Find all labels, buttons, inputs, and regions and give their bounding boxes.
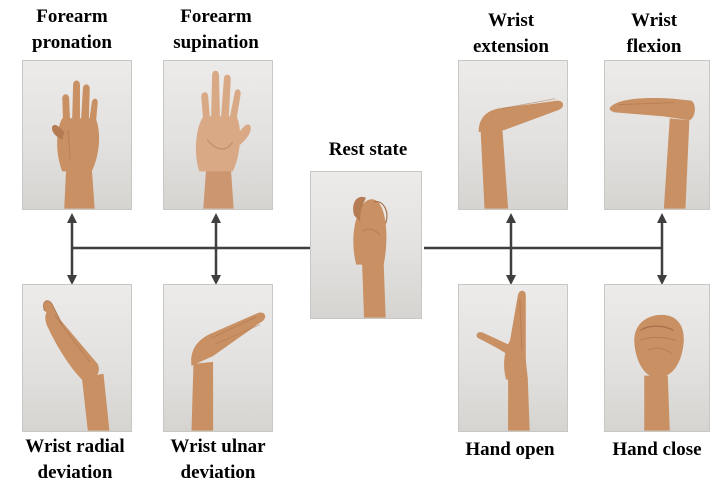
label-hand-open: Hand open [440, 437, 580, 463]
photo-wrist-flexion [604, 60, 710, 210]
hand-fist-icon [605, 285, 709, 431]
hand-pronation-icon [23, 61, 131, 209]
photo-forearm-supination [163, 60, 273, 210]
label-wrist-flexion: Wrist flexion [590, 8, 718, 60]
hand-supination-icon [164, 61, 272, 209]
photo-wrist-radial-deviation [22, 284, 132, 432]
wrist-flexion-icon [605, 61, 709, 209]
wrist-radial-deviation-icon [23, 285, 131, 431]
photo-hand-close [604, 284, 710, 432]
photo-rest-state [310, 171, 422, 319]
photo-hand-open [458, 284, 568, 432]
photo-forearm-pronation [22, 60, 132, 210]
wrist-ulnar-deviation-icon [164, 285, 272, 431]
photo-wrist-ulnar-deviation [163, 284, 273, 432]
label-wrist-radial-deviation: Wrist radial deviation [0, 434, 150, 486]
label-forearm-supination: Forearm supination [144, 4, 288, 56]
label-wrist-extension: Wrist extension [438, 8, 584, 60]
label-hand-close: Hand close [596, 437, 718, 463]
label-forearm-pronation: Forearm pronation [0, 4, 144, 56]
hand-rest-icon [311, 172, 421, 318]
hand-open-icon [459, 285, 567, 431]
label-wrist-ulnar-deviation: Wrist ulnar deviation [148, 434, 288, 486]
photo-wrist-extension [458, 60, 568, 210]
label-rest-state: Rest state [296, 137, 440, 163]
wrist-extension-icon [459, 61, 567, 209]
